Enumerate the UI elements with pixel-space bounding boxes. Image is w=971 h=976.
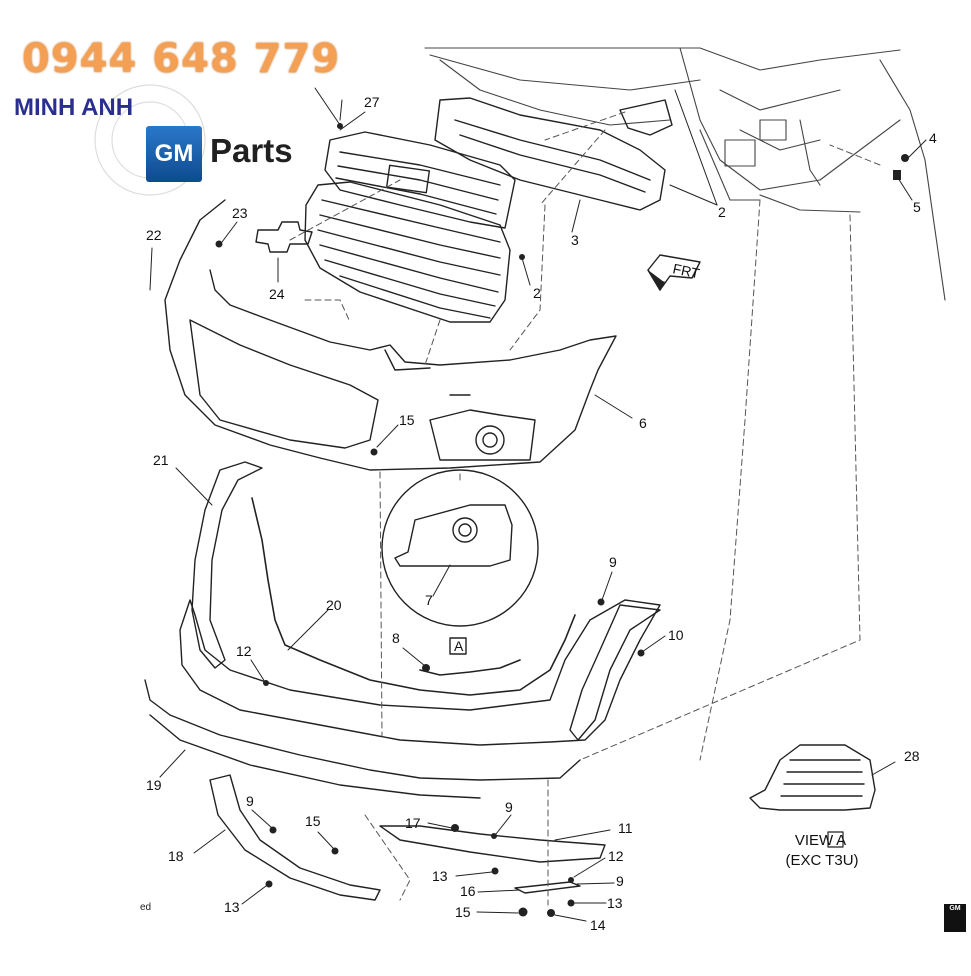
callout: 9 bbox=[505, 799, 513, 815]
lower-spoiler-part-18 bbox=[209, 774, 381, 901]
callout: 9 bbox=[246, 793, 254, 809]
side-bracket-part-21 bbox=[191, 461, 263, 669]
callout: 28 bbox=[904, 748, 920, 764]
fog-lamp-bezel-part-28 bbox=[749, 744, 876, 811]
callout: 13 bbox=[607, 895, 623, 911]
callout: 23 bbox=[232, 205, 248, 221]
callout: 13 bbox=[432, 868, 448, 884]
callout: 9 bbox=[616, 873, 624, 889]
shop-phone-number: 0944 648 779 bbox=[22, 36, 341, 82]
leader-lines bbox=[149, 87, 927, 922]
callout: 22 bbox=[146, 227, 162, 243]
projection-lines bbox=[289, 111, 881, 906]
callout: 18 bbox=[168, 848, 184, 864]
view-letter-box bbox=[827, 831, 844, 848]
right-bracket bbox=[569, 604, 661, 741]
callout-numbers: 27 23 22 24 2 2 3 4 5 6 15 21 20 7 8 9 1… bbox=[146, 94, 937, 933]
bowtie-emblem-icon bbox=[255, 221, 313, 253]
upper-grille-part-27 bbox=[324, 131, 516, 229]
detail-circle-letter: A bbox=[454, 638, 464, 654]
fasteners bbox=[215, 123, 909, 917]
front-direction-arrow-icon bbox=[647, 254, 701, 291]
detail-circle-view bbox=[381, 469, 539, 655]
callout: 8 bbox=[392, 630, 400, 646]
callout: 13 bbox=[224, 899, 240, 915]
bracket-part-16 bbox=[514, 881, 581, 894]
callout: 17 bbox=[405, 815, 421, 831]
front-direction-label: FRT bbox=[671, 260, 701, 281]
gm-corner-logo-icon: GM bbox=[944, 904, 966, 932]
energy-absorber-part-3 bbox=[434, 97, 673, 211]
callout: 15 bbox=[305, 813, 321, 829]
front-bumper-fascia-part-6 bbox=[164, 199, 617, 471]
view-title: VIEW bbox=[794, 832, 834, 849]
callout: 24 bbox=[269, 286, 285, 302]
callout: 4 bbox=[929, 130, 937, 146]
skid-plate-part-11 bbox=[379, 825, 606, 863]
callout: 15 bbox=[455, 904, 471, 920]
callout: 2 bbox=[718, 204, 726, 220]
callout: 14 bbox=[590, 917, 606, 933]
callout: 21 bbox=[153, 452, 169, 468]
callout: 3 bbox=[571, 232, 579, 248]
callout: 19 bbox=[146, 777, 162, 793]
callout: 5 bbox=[913, 199, 921, 215]
parts-logo-text: Parts bbox=[210, 132, 293, 169]
callout: 16 bbox=[460, 883, 476, 899]
callout: 12 bbox=[236, 643, 252, 659]
callout: 9 bbox=[609, 554, 617, 570]
callout: 10 bbox=[668, 627, 684, 643]
shop-name: MINH ANH bbox=[14, 94, 134, 121]
lower-fascia-part-19 bbox=[144, 599, 661, 799]
gm-logo-icon: GM bbox=[146, 126, 202, 182]
callout: 15 bbox=[399, 412, 415, 428]
callout: 27 bbox=[364, 94, 380, 110]
radiator-support-structure bbox=[424, 47, 946, 301]
callout: 2 bbox=[533, 285, 541, 301]
detail-letter-box bbox=[449, 637, 467, 655]
callout: 7 bbox=[425, 592, 433, 608]
lower-grille-part-2 bbox=[304, 181, 511, 323]
callout: 6 bbox=[639, 415, 647, 431]
callout: 12 bbox=[608, 848, 624, 864]
callout: 20 bbox=[326, 597, 342, 613]
view-letter: A bbox=[836, 832, 847, 849]
corner-text: ed bbox=[140, 902, 152, 913]
callout: 11 bbox=[618, 820, 633, 836]
wiring-harness-part-20 bbox=[251, 497, 576, 696]
view-note: (EXC T3U) bbox=[785, 852, 859, 869]
